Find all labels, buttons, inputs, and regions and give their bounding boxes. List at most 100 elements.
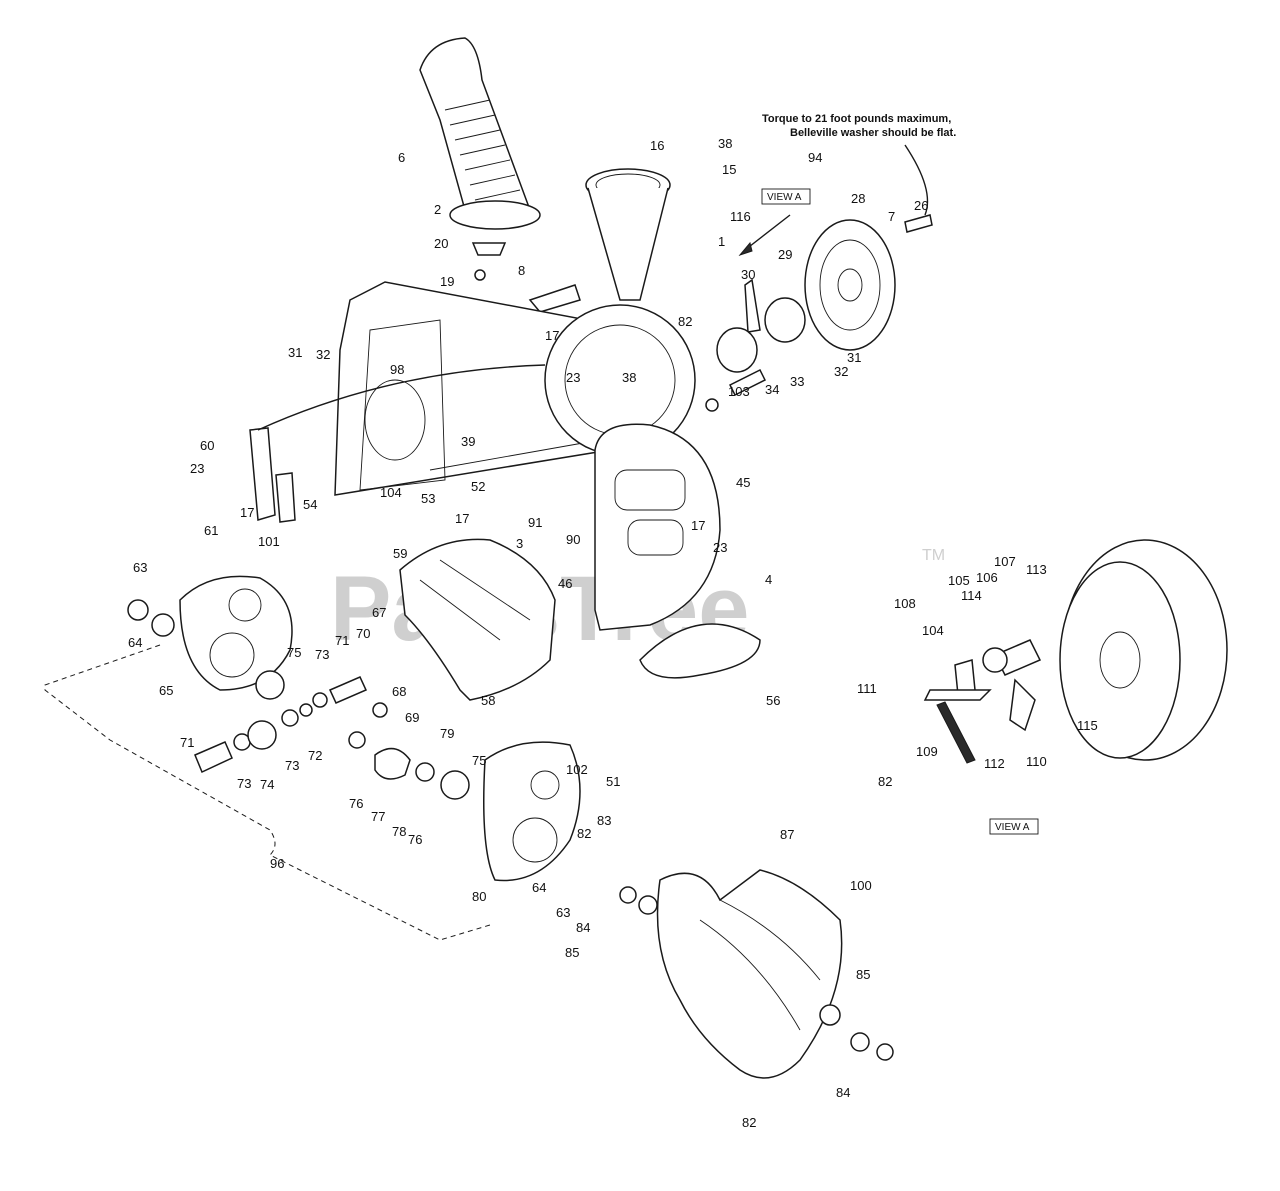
part-label: 111 [857,681,877,696]
part-label: 116 [730,209,751,224]
part-label: 71 [335,633,349,648]
part-label: 19 [440,274,454,289]
nut-19 [474,269,486,281]
part-label: 38 [718,136,732,151]
part-label: 73 [315,647,329,662]
part-label: 61 [204,523,218,538]
torque-note-line-1: Torque to 21 foot pounds maximum, [762,113,951,125]
part-label: 67 [372,605,386,620]
part-label: 85 [565,945,579,960]
part-label: 60 [200,438,214,453]
hub-parts [705,278,806,412]
part-label: 76 [349,796,363,811]
part-label: 59 [393,546,407,561]
cable [257,364,546,431]
part-label: 90 [566,532,580,547]
gear-case-right [483,741,581,882]
part-label: 17 [240,505,254,520]
shaft-assembly [127,599,470,800]
part-label: 64 [128,635,142,650]
group-96-outline [44,644,491,941]
part-label: 58 [481,693,495,708]
part-label: 84 [836,1085,850,1100]
part-label: 106 [976,570,998,585]
part-label: 102 [566,762,588,777]
part-label: 73 [237,776,251,791]
part-label: 109 [916,744,938,759]
auger-spiral [619,869,894,1079]
part-label: 38 [622,370,636,385]
part-label: 15 [722,162,736,177]
gear-case-left [179,575,293,691]
part-label: 73 [285,758,299,773]
part-label: 105 [948,573,970,588]
part-label: 56 [766,693,780,708]
auger-blade [399,538,556,701]
part-label: 26 [914,198,928,213]
part-label: 108 [894,596,916,611]
bracket-8 [528,284,581,313]
part-label: 3 [516,536,523,551]
part-label: 23 [713,540,727,555]
part-label: 39 [461,434,475,449]
part-label: 75 [472,753,486,768]
part-label: 100 [850,878,872,893]
part-label: 72 [308,748,322,763]
part-label: 69 [405,710,419,725]
part-label: 82 [742,1115,756,1130]
part-label: 74 [260,777,274,792]
view-a-arrow [744,214,791,251]
part-label: 68 [392,684,406,699]
part-label: 23 [566,370,580,385]
part-label: 85 [856,967,870,982]
torque-note-leader [904,144,929,216]
part-label: 17 [691,518,705,533]
side-cover [594,423,721,631]
plate-54 [275,472,296,523]
part-label: 34 [765,382,779,397]
part-label: 110 [1026,754,1047,769]
part-label: 94 [808,150,822,165]
part-label: 30 [741,267,755,282]
part-label: 1 [718,234,725,249]
bolt-26 [904,214,933,233]
part-label: 114 [961,588,982,603]
part-label: 107 [994,554,1016,569]
bracket-20 [471,242,507,256]
part-label: 65 [159,683,173,698]
part-label: 2 [434,202,441,217]
part-label: 64 [532,880,546,895]
part-label: 23 [190,461,204,476]
part-label: 91 [528,515,542,530]
part-label: 31 [847,350,861,365]
part-label: 4 [765,572,772,587]
part-label: 45 [736,475,750,490]
chute-base [585,168,671,301]
part-label: 104 [380,485,402,500]
part-label: 103 [728,384,750,399]
part-label: 7 [888,209,895,224]
part-label: 79 [440,726,454,741]
part-label: 63 [556,905,570,920]
part-label: 17 [455,511,469,526]
watermark-tm: TM [922,547,945,564]
part-label: 101 [258,534,280,549]
part-label: 63 [133,560,147,575]
part-label: 80 [472,889,486,904]
part-label: 28 [851,191,865,206]
view-a-arrow-head [738,241,753,257]
part-label: 115 [1077,718,1098,733]
part-label: 75 [287,645,301,660]
drive-wheel [1059,539,1228,761]
view-a-label-bottom: VIEW A [995,822,1030,833]
part-label: 113 [1026,562,1047,577]
part-label: 33 [790,374,804,389]
part-label: 29 [778,247,792,262]
part-label: 32 [834,364,848,379]
part-label: 70 [356,626,370,641]
part-label: 54 [303,497,317,512]
part-label: 82 [878,774,892,789]
part-label: 51 [606,774,620,789]
part-label: 53 [421,491,435,506]
